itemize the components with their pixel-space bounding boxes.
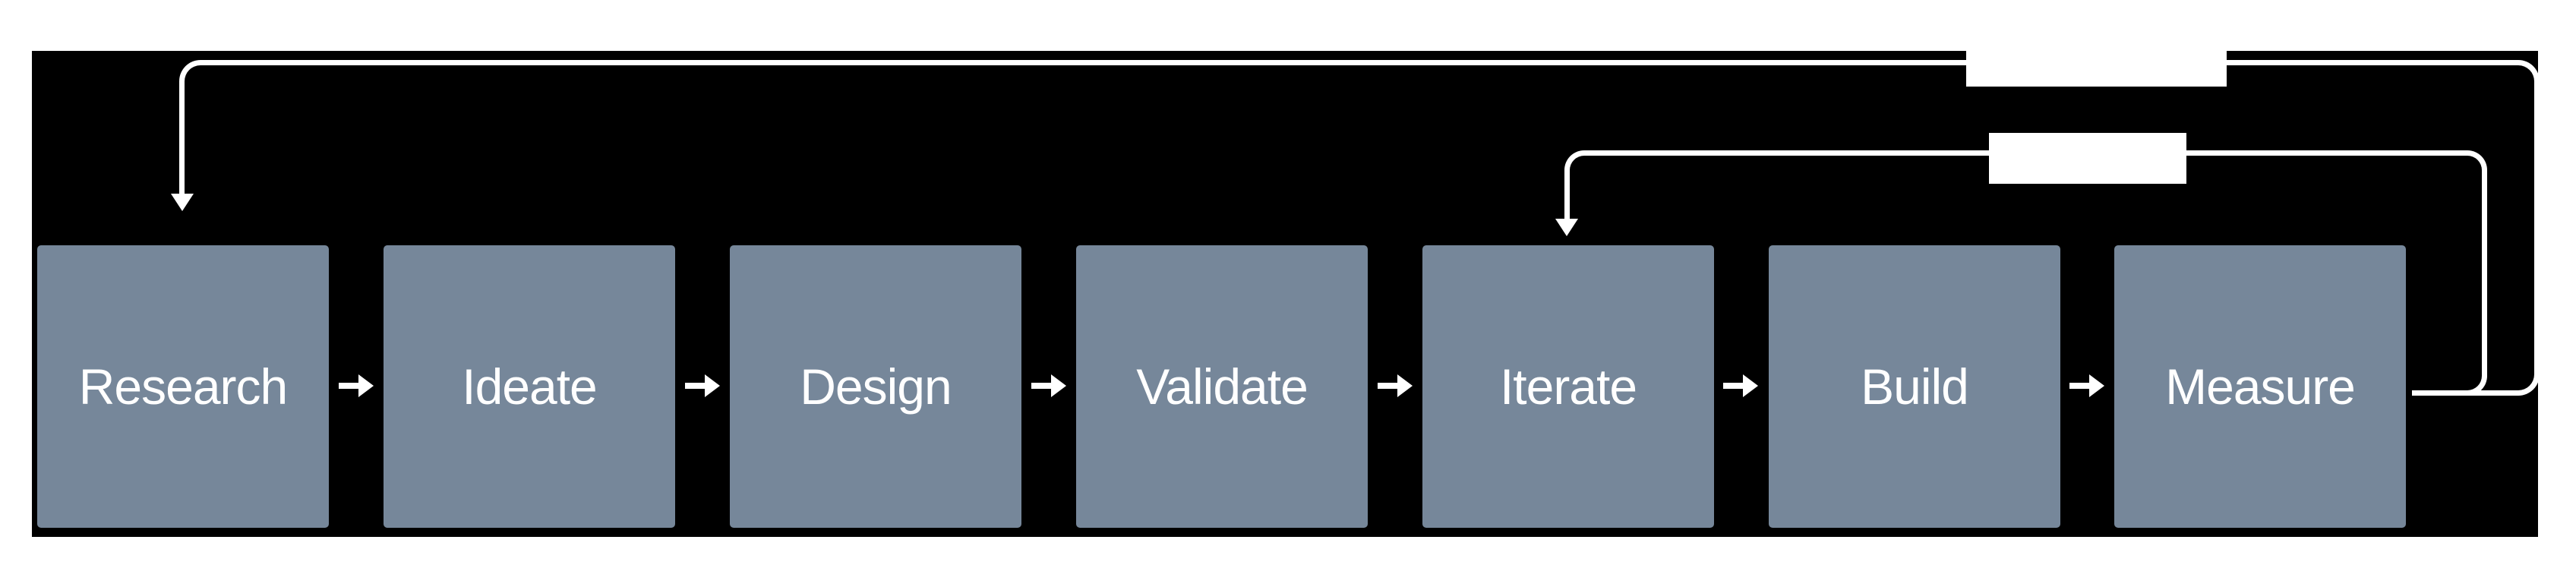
forward-arrow-icon — [1723, 374, 1758, 397]
step-label: Validate — [1136, 358, 1309, 415]
step-box-research: Research — [37, 245, 329, 528]
loop-label-research — [1966, 36, 2227, 87]
step-label: Build — [1861, 358, 1969, 415]
forward-arrow-icon — [1378, 374, 1413, 397]
step-label: Design — [800, 358, 952, 415]
forward-arrow-icon — [1031, 374, 1066, 397]
step-box-build: Build — [1769, 245, 2060, 528]
loop-label-iterate — [1989, 133, 2186, 184]
arrowhead-down-iterate-icon — [1555, 219, 1578, 236]
arrowhead-down-research-icon — [171, 194, 194, 211]
step-box-iterate: Iterate — [1422, 245, 1714, 528]
forward-arrow-icon — [2069, 374, 2104, 397]
step-label: Ideate — [462, 358, 597, 415]
step-label: Research — [78, 358, 288, 415]
forward-arrow-icon — [685, 374, 720, 397]
step-box-ideate: Ideate — [384, 245, 675, 528]
forward-arrow-icon — [339, 374, 374, 397]
step-box-measure: Measure — [2114, 245, 2406, 528]
step-label: Iterate — [1499, 358, 1637, 415]
step-label: Measure — [2165, 358, 2356, 415]
step-box-validate: Validate — [1076, 245, 1368, 528]
step-box-design: Design — [730, 245, 1021, 528]
